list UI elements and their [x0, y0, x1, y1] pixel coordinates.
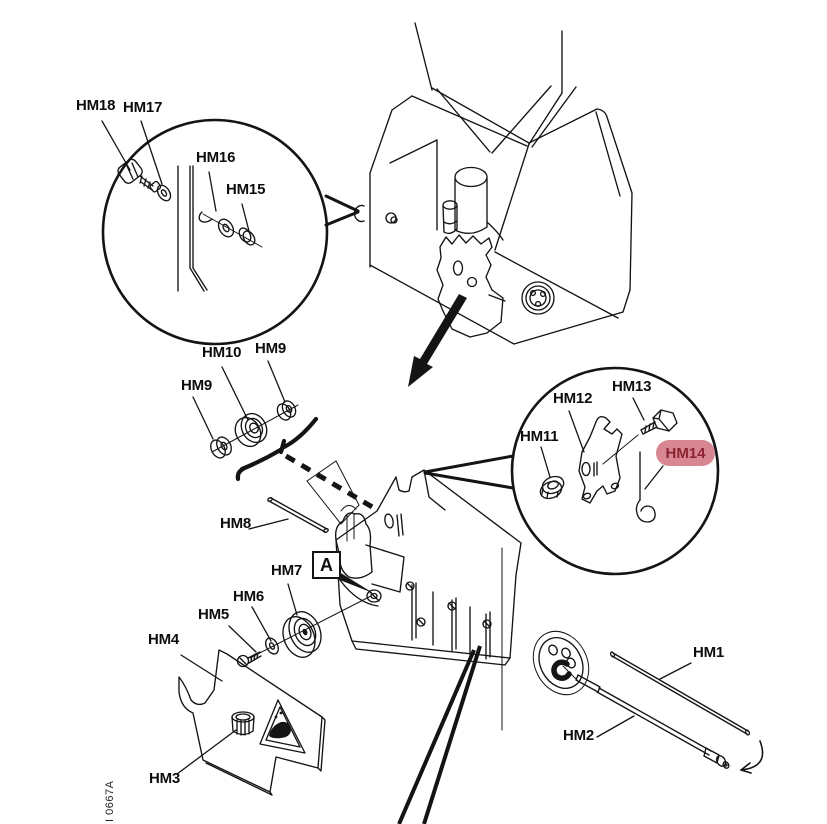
- hm6-washer-drawing: [265, 637, 279, 655]
- balloon-left-pointer: [324, 194, 360, 227]
- part-label-hm10[interactable]: HM10: [202, 344, 242, 361]
- part-label-hm18[interactable]: HM18: [76, 97, 116, 114]
- part-label-hm6[interactable]: HM6: [233, 588, 265, 605]
- machine-wall-bolt: [385, 212, 398, 224]
- panel-edge-lines: [177, 165, 208, 292]
- part-label-hm13[interactable]: HM13: [612, 378, 652, 395]
- part-label-hm3[interactable]: HM3: [149, 770, 181, 787]
- machine-bracket-casting: [436, 234, 506, 338]
- hm5-screw-drawing: [236, 651, 262, 668]
- hm8-rod-drawing: [267, 496, 329, 534]
- hm14-clip-drawing: [635, 451, 656, 523]
- machine-cylinder: [442, 166, 504, 241]
- hm13-bolt-drawing: [602, 409, 678, 465]
- part-label-hm9-left[interactable]: HM9: [181, 377, 213, 394]
- hm2-disc-drawing: [532, 630, 590, 696]
- figure-code: I 0667A: [104, 780, 116, 822]
- part-label-hm12[interactable]: HM12: [553, 390, 593, 407]
- machine-chute: [414, 22, 577, 154]
- leader-lines: [101, 120, 692, 775]
- part-label-hm11[interactable]: HM11: [520, 428, 559, 445]
- hm2-shaft-drawing: [575, 674, 730, 769]
- part-label-hm2[interactable]: HM2: [563, 727, 595, 744]
- part-label-hm5[interactable]: HM5: [198, 606, 230, 623]
- part-label-hm14-highlighted[interactable]: HM14: [656, 440, 715, 466]
- part-label-hm17[interactable]: HM17: [123, 99, 163, 116]
- part-label-hm7[interactable]: HM7: [271, 562, 303, 579]
- detail-balloon-right: [423, 366, 720, 576]
- mounting-strip-drawing: [235, 416, 319, 482]
- warning-triangle: [259, 699, 306, 754]
- detail-marker-a: A: [312, 551, 341, 579]
- main-bracket-drawing: [335, 469, 522, 666]
- part-label-hm9-right[interactable]: HM9: [255, 340, 287, 357]
- part-label-hm1[interactable]: HM1: [693, 644, 725, 661]
- hm7-pulley-drawing: [282, 611, 322, 658]
- bracket-screws: [405, 581, 492, 629]
- machine-outline: [369, 87, 633, 345]
- hm12-bracket-drawing: [578, 416, 623, 504]
- part-label-hm15[interactable]: HM15: [226, 181, 266, 198]
- bracket-nut-drawing: [366, 589, 382, 603]
- dashed-alignment-line: [284, 453, 376, 511]
- hm1-rod-drawing: [609, 651, 751, 736]
- part-label-hm8[interactable]: HM8: [220, 515, 252, 532]
- hm18-bolt-drawing: [117, 158, 162, 193]
- hm17-washer-drawing: [156, 184, 172, 202]
- part-label-hm16[interactable]: HM16: [196, 149, 236, 166]
- hm3-knob-drawing: [231, 711, 255, 736]
- ghost-plate-drawing: [306, 460, 360, 542]
- hm16-clip-drawing: [198, 211, 235, 238]
- hm15-nut-drawing: [202, 213, 263, 248]
- part-label-hm4[interactable]: HM4: [148, 631, 180, 648]
- bottom-pointer-lines: [397, 645, 482, 824]
- hm10-bearing-drawing: [234, 412, 268, 448]
- machine-connector: [521, 281, 555, 315]
- hm9-nut-right-drawing: [276, 400, 297, 421]
- down-arrow: [408, 294, 467, 387]
- clamp-casting-drawing: [334, 512, 405, 607]
- detail-balloon-left: [101, 118, 360, 346]
- rotation-arrow: [740, 740, 764, 774]
- balloon-right-pointer: [423, 454, 515, 490]
- hm4-plate-drawing: [178, 649, 326, 796]
- hm11-nut-drawing: [539, 475, 565, 500]
- hm9-nut-left-drawing: [210, 436, 232, 459]
